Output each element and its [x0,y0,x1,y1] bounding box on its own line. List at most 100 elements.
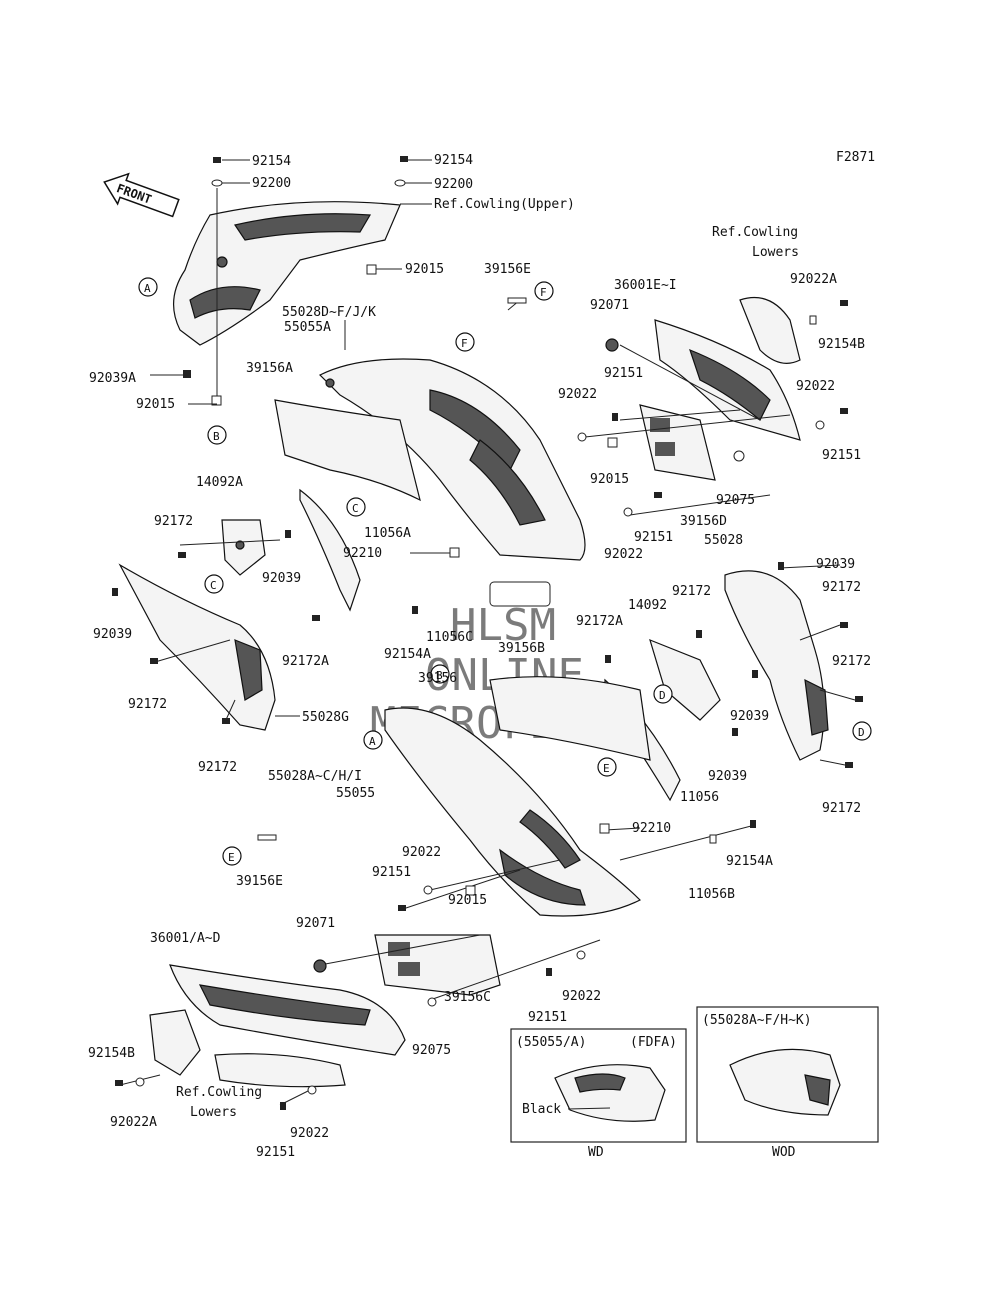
part-label: 92172A [576,614,623,629]
inner-panel-39156b [489,676,651,761]
part-label: 11056C [426,630,473,645]
part-label: 92022 [604,547,643,562]
part-label: 36001/A~D [150,931,221,946]
circle-marker-d-1: D [653,684,673,704]
svg-text:A: A [144,282,151,295]
clip-11056c [489,581,551,607]
inner-panel-39156d [639,404,716,481]
svg-text:D: D [659,689,666,702]
part-label: 92151 [372,865,411,880]
part-label: 92015 [405,262,444,277]
front-arrow-icon: FRONT [103,172,180,218]
bracket-14092-part [649,638,721,721]
part-label: 92022 [796,379,835,394]
part-label: 92210 [343,546,382,561]
part-label: 92039 [262,571,301,586]
inset-wod: (55028A~F/H~K) WOD [696,1006,879,1160]
part-label: 92151 [822,448,861,463]
part-label: 92154 [434,153,473,168]
part-label: 55055A [284,320,331,335]
part-label: Ref.Cowling [712,225,798,240]
circle-marker-d-2: D [852,721,872,741]
part-label: 92071 [590,298,629,313]
part-label: 39156A [246,361,293,376]
part-label: 92022 [558,387,597,402]
part-label: 92154A [384,647,431,662]
inset-wod-header-part: (55028A~F/H~K) [702,1013,812,1028]
trim-11056a-part [299,488,361,612]
upper-side-fairing-part [318,358,586,561]
circle-marker-f-mid: F [455,332,475,352]
part-label: 92172A [282,654,329,669]
part-label: 92022 [562,989,601,1004]
circle-marker-c-2: C [204,574,224,594]
part-label: 92015 [136,397,175,412]
part-label: 55028G [302,710,349,725]
circle-marker-f-top: F [534,281,554,301]
part-label: 55055 [336,786,375,801]
circle-marker-c-1: C [346,497,366,517]
part-label: 92071 [296,916,335,931]
inner-cowl-55028g-part [118,563,276,731]
inset-wd: (55055/A) (FDFA) Black WD [510,1028,687,1160]
lower-side-fairing-part [384,707,642,917]
part-label: 39156C [444,990,491,1005]
part-label: 92154B [88,1046,135,1061]
svg-text:F: F [461,337,468,350]
part-label: 36001E~I [614,278,677,293]
part-label: 92151 [256,1145,295,1160]
part-label: 39156E [484,262,531,277]
duct-36001-part [149,964,406,1088]
leader-lines [119,299,856,1106]
svg-text:B: B [436,669,443,682]
part-label: 92210 [632,821,671,836]
part-label: 11056 [680,790,719,805]
part-label: 11056B [688,887,735,902]
part-label: 39156 [418,671,457,686]
watermark-line-1: HLSM [450,600,556,651]
part-label: 92022A [110,1115,157,1130]
part-label: 92039 [93,627,132,642]
bracket-14092a-part [221,519,266,576]
part-label: 92154 [252,154,291,169]
part-label: 92022 [402,845,441,860]
part-label: 92172 [822,580,861,595]
circle-marker-e-mid: E [597,757,617,777]
inset-wd-caption: WD [588,1145,604,1160]
duct-36001e-part [654,296,801,441]
part-label: 92172 [128,697,167,712]
svg-text:E: E [228,851,235,864]
part-label: Lowers [752,245,799,260]
part-label: 92039 [708,769,747,784]
part-label: 92151 [634,530,673,545]
part-label: 92151 [528,1010,567,1025]
part-label: 92154A [726,854,773,869]
circle-marker-b-top: B [207,425,227,445]
part-label: Ref.Cowling(Upper) [434,197,575,212]
svg-text:D: D [858,726,865,739]
part-label: Lowers [190,1105,237,1120]
svg-text:C: C [352,502,359,515]
part-label: 92200 [252,176,291,191]
inset-wod-caption: WOD [772,1145,796,1160]
part-label: 92039 [816,557,855,572]
svg-text:B: B [213,430,220,443]
fastener-icons [112,297,863,1110]
part-label: 55028A~C/H/I [268,769,362,784]
circle-marker-b-mid: B [430,664,450,684]
inset-wd-header-part: (55055/A) [516,1035,586,1050]
part-label: 92172 [154,514,193,529]
svg-text:C: C [210,579,217,592]
inner-panel-39156a [274,399,421,502]
circle-marker-e-low: E [222,846,242,866]
part-label: 92172 [672,584,711,599]
part-label: 92075 [716,493,755,508]
inset-wd-header-code: (FDFA) [630,1035,677,1050]
part-label: 92039 [730,709,769,724]
part-label: 92022A [790,272,837,287]
part-label: 92151 [604,366,643,381]
circle-marker-a-top: A [138,277,158,297]
part-label: 92172 [822,801,861,816]
part-labels: 92154 92200 92154 92200 Ref.Cowling(Uppe… [88,153,871,1160]
